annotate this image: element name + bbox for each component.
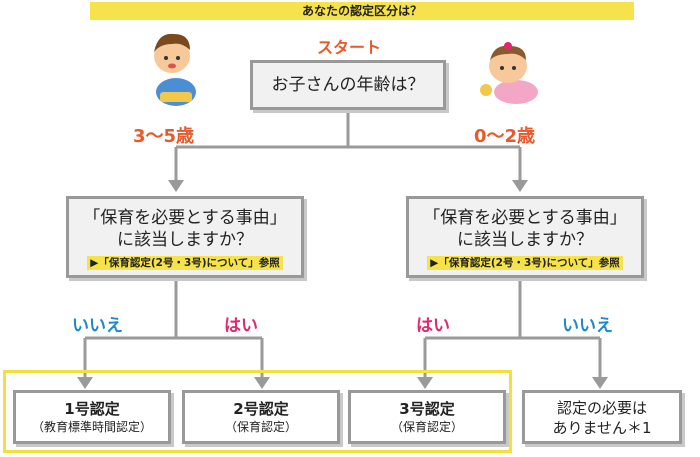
page-title: あなたの認定区分は？	[90, 2, 634, 20]
age-right-label: 0～2歳	[474, 122, 535, 148]
baby-eye	[500, 66, 504, 70]
result-type1-title: 1号認定	[16, 399, 168, 419]
right-question-reference: ▶「保育認定(2号・3号)について」参照	[427, 256, 622, 270]
left-question-line1: 「保育を必要とする事由」	[69, 207, 301, 229]
boy-mouth	[168, 64, 176, 69]
baby-rattle	[480, 84, 492, 96]
result-type1-subtitle: （教育標準時間認定）	[16, 419, 168, 435]
baby-eye	[512, 66, 516, 70]
left-yes-label: はい	[224, 311, 258, 336]
age-question-text: お子さんの年齢は？	[272, 75, 425, 95]
no-certification-line1: 認定の必要は	[525, 398, 679, 418]
result-box-type2: 2号認定 （保育認定）	[182, 390, 340, 444]
age-question-box: お子さんの年齢は？	[250, 60, 446, 110]
result-box-type3: 3号認定 （保育認定）	[348, 390, 506, 444]
left-question-reference: ▶「保育認定(2号・3号)について」参照	[87, 256, 282, 270]
right-no-label: いいえ	[562, 311, 613, 336]
right-yes-label: はい	[416, 311, 450, 336]
right-question-box: 「保育を必要とする事由」 に該当しますか？ ▶「保育認定(2号・3号)について」…	[406, 196, 644, 278]
start-label: スタート	[314, 34, 384, 58]
no-certification-line2: ありません＊1	[525, 418, 679, 438]
baby-illustration	[480, 42, 538, 104]
arrow-head	[592, 377, 608, 389]
result-box-type1: 1号認定 （教育標準時間認定）	[13, 390, 171, 444]
boy-illustration	[154, 34, 196, 106]
left-question-line2: に該当しますか？	[69, 229, 301, 251]
result-type3-title: 3号認定	[351, 399, 503, 419]
baby-ribbon	[504, 42, 512, 50]
boy-drum	[160, 92, 192, 102]
arrow-head	[512, 180, 528, 192]
age-left-label: 3～5歳	[133, 122, 194, 148]
left-no-label: いいえ	[72, 311, 123, 336]
result-type3-subtitle: （保育認定）	[351, 419, 503, 435]
result-type2-subtitle: （保育認定）	[185, 419, 337, 435]
result-type2-title: 2号認定	[185, 399, 337, 419]
result-box-no-certification: 認定の必要は ありません＊1	[522, 390, 682, 444]
boy-eye	[176, 56, 180, 60]
baby-body	[494, 80, 538, 104]
arrow-head	[168, 180, 184, 192]
right-question-line1: 「保育を必要とする事由」	[409, 207, 641, 229]
right-question-line2: に該当しますか？	[409, 229, 641, 251]
left-question-box: 「保育を必要とする事由」 に該当しますか？ ▶「保育認定(2号・3号)について」…	[66, 196, 304, 278]
boy-eye	[164, 56, 168, 60]
